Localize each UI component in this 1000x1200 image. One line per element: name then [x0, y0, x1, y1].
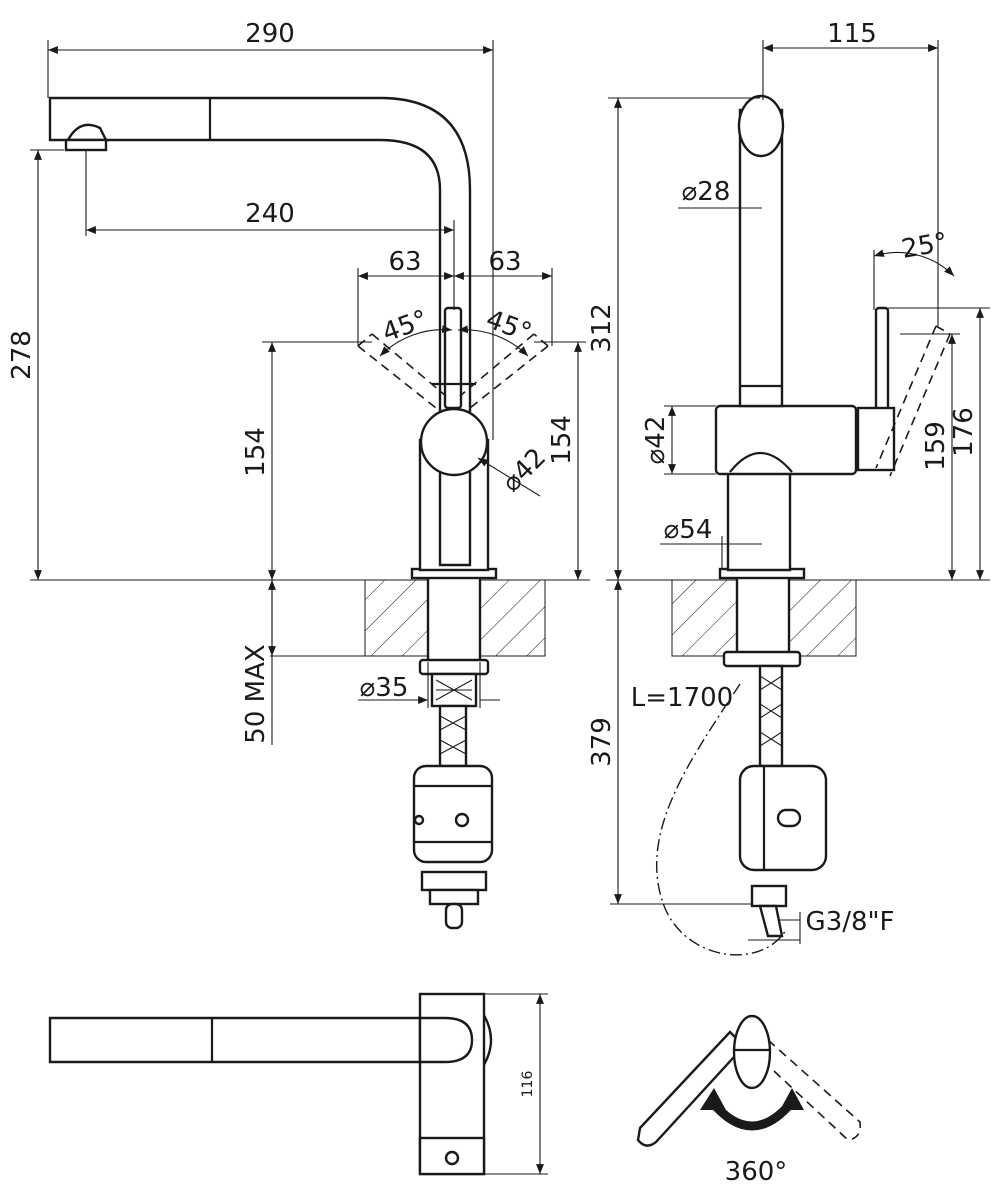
lever-top: [732, 1014, 772, 1090]
dim-lever-offset-right: 63: [488, 247, 521, 277]
dim-hose-length: L=1700: [631, 683, 733, 713]
dim-shank-diameter: ⌀35: [360, 673, 409, 703]
dim-top-depth: 116: [520, 1071, 536, 1098]
dim-lever-angle-right: 45°: [482, 305, 536, 349]
dim-lever-angle-left: 45°: [378, 305, 432, 349]
dim-lever-height: 159: [921, 421, 951, 471]
side-view: 115 ⌀28 25° 312 159 176 ⌀42 ⌀54 L=1700 3…: [587, 19, 990, 956]
dim-body-height-right: 154: [547, 415, 577, 465]
spout: [48, 96, 472, 567]
rotation-view: 360°: [636, 1014, 862, 1187]
dim-side-spout-reach: 115: [827, 19, 877, 49]
top-spout: [48, 1016, 474, 1064]
dim-spout-reach: 240: [245, 199, 295, 229]
aerator: [65, 123, 108, 142]
hose-path: [656, 683, 787, 956]
dim-max-deck-thickness: 50 MAX: [241, 644, 271, 743]
dim-under-deck-length: 379: [587, 717, 617, 767]
dim-spout-length: 290: [245, 19, 295, 49]
dim-total-height: 278: [7, 330, 37, 380]
rotation-arrow-icon: [708, 1099, 796, 1131]
dim-side-total-height: 312: [587, 303, 617, 353]
side-head: [714, 404, 858, 476]
side-spout: [738, 108, 784, 408]
lever-hub: [419, 407, 489, 477]
hose-braided: [438, 704, 468, 768]
dim-lever-tilt: 25°: [899, 227, 950, 265]
dim-base-diameter: ⌀54: [664, 515, 713, 545]
mounting-nut: [418, 658, 490, 676]
dim-lever-offset-left: 63: [388, 247, 421, 277]
rotated-spout: [636, 1030, 746, 1147]
valve-box: [412, 764, 494, 864]
top-view: 116: [48, 992, 548, 1176]
dim-head-diameter: ⌀42: [641, 416, 671, 465]
dim-spout-diameter: ⌀28: [682, 177, 731, 207]
dim-lever-top-height: 176: [949, 407, 979, 457]
dim-connection-thread: G3/8"F: [806, 907, 895, 937]
lever: [443, 306, 463, 410]
dim-body-height-left: 154: [241, 427, 271, 477]
shank: [426, 574, 482, 664]
front-view: 290 240 63 63 45° 45° 278 154 154 ⌀42 50…: [7, 19, 590, 930]
rotation-label: 360°: [725, 1157, 788, 1187]
side-lever: [874, 306, 890, 414]
dim-lever-diameter: ⌀42: [497, 443, 553, 499]
